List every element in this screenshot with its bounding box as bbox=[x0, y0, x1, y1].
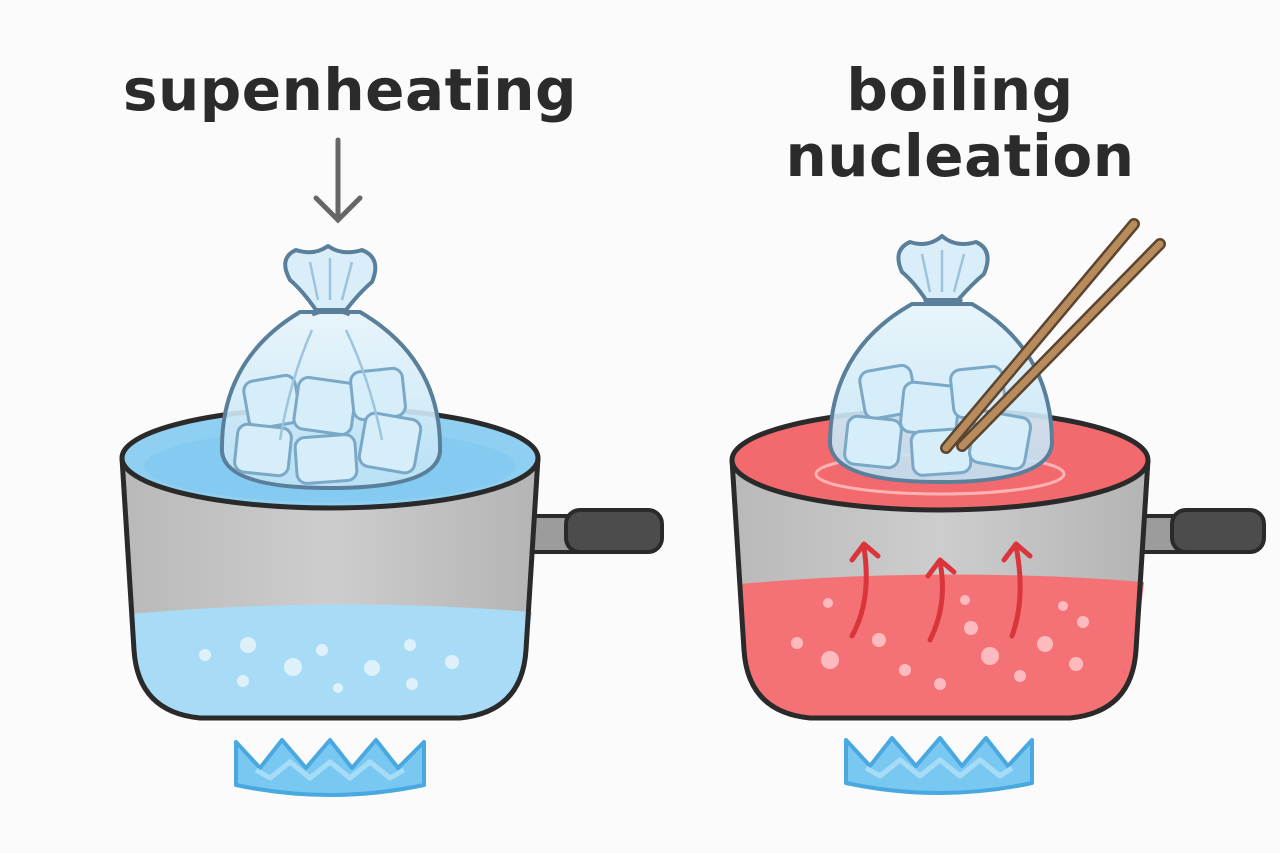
title-superheating: supenheating bbox=[122, 56, 578, 124]
panel-boiling-nucleation bbox=[729, 218, 1266, 795]
chopsticks-icon bbox=[940, 218, 1166, 454]
pot-handle-right bbox=[1136, 508, 1266, 554]
flame-icon bbox=[234, 738, 426, 797]
ice-bag-icon bbox=[828, 234, 1054, 484]
bubbles bbox=[199, 637, 459, 693]
panel-superheating bbox=[119, 137, 664, 797]
title-boiling: boiling bbox=[846, 56, 1074, 124]
bubbles bbox=[791, 595, 1089, 690]
heat-arrow-icon bbox=[849, 541, 1033, 643]
ice-cube-icon bbox=[233, 366, 423, 485]
arrow-down-icon bbox=[313, 137, 363, 224]
pot-handle-left bbox=[526, 508, 664, 554]
ice-bag-icon bbox=[219, 244, 443, 490]
title-nucleation: nucleation bbox=[785, 122, 1135, 190]
flame-icon bbox=[844, 736, 1034, 795]
ice-cube-icon bbox=[843, 363, 1033, 477]
